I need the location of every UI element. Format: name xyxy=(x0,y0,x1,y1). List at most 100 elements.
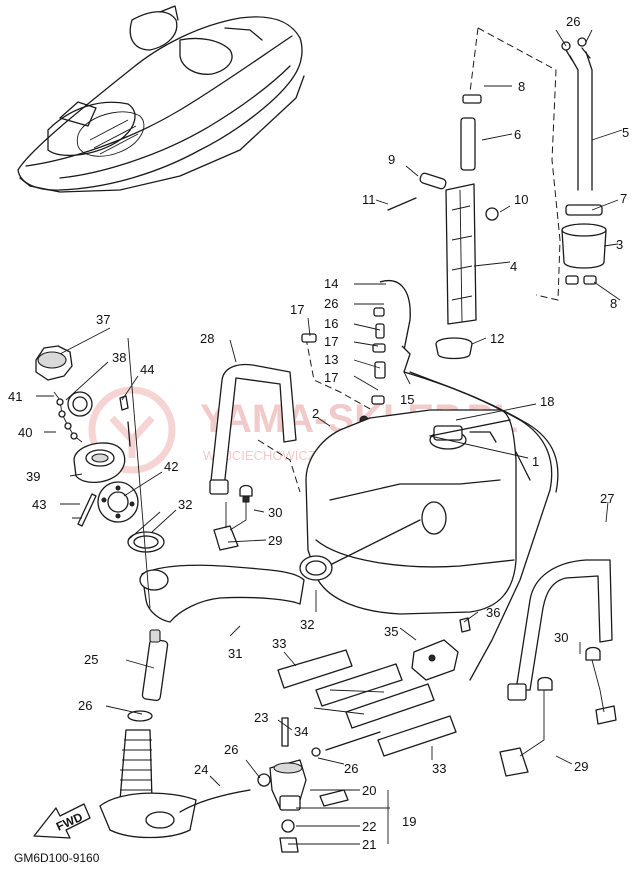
callout-16: 16 xyxy=(324,316,338,331)
part-22-oring xyxy=(281,819,295,833)
fwd-arrow: FWD xyxy=(33,803,91,839)
callout-18: 18 xyxy=(540,394,554,409)
callout-29a: 29 xyxy=(268,533,282,548)
part-33-pad-a xyxy=(277,649,353,689)
part-20-bracket xyxy=(319,789,349,807)
callout-37: 37 xyxy=(96,312,110,327)
part-26-clip-e xyxy=(257,773,271,787)
callout-8: 8 xyxy=(518,79,525,94)
callout-26e: 26 xyxy=(344,761,358,776)
callout-36: 36 xyxy=(486,605,500,620)
callout-30a: 30 xyxy=(268,505,282,520)
callout-30b: 30 xyxy=(554,630,568,645)
callout-22: 22 xyxy=(362,819,376,834)
part-31-hose xyxy=(141,564,305,623)
filler-hose-assembly xyxy=(127,519,421,623)
callout-12: 12 xyxy=(490,331,504,346)
callout-24: 24 xyxy=(194,762,208,777)
callout-8b: 8 xyxy=(610,296,617,311)
part-33-pad-b xyxy=(377,715,457,757)
callout-44: 44 xyxy=(140,362,154,377)
callout-26b: 26 xyxy=(324,296,338,311)
part-11-cotter-pin xyxy=(387,197,417,211)
callout-29b: 29 xyxy=(574,759,588,774)
callout-11: 11 xyxy=(362,192,376,207)
part-27-bracket xyxy=(515,559,613,691)
part-10-washer xyxy=(485,207,499,221)
part-7-fitting xyxy=(565,204,603,216)
callout-4: 4 xyxy=(510,259,517,274)
callout-39: 39 xyxy=(26,469,40,484)
assembly-boundary xyxy=(257,27,561,493)
callout-41: 41 xyxy=(8,389,22,404)
callout-32a: 32 xyxy=(178,497,192,512)
part-3-fuel-sender xyxy=(561,229,607,269)
callout-25: 25 xyxy=(84,652,98,667)
fuel-vent-assembly xyxy=(561,37,607,285)
diagram-code: GM6D100-9160 xyxy=(14,851,100,865)
callout-32b: 32 xyxy=(300,617,314,632)
callout-33b: 33 xyxy=(432,761,446,776)
part-17-clamp-c xyxy=(301,333,317,343)
callout-26d: 26 xyxy=(224,742,238,757)
callout-35: 35 xyxy=(384,624,398,639)
part-16-fitting xyxy=(375,323,385,339)
filler-neck-assembly xyxy=(387,94,499,360)
part-9-bolt xyxy=(419,172,447,190)
callout-21: 21 xyxy=(362,837,376,852)
part-21-bowl xyxy=(279,837,299,853)
callout-28: 28 xyxy=(200,331,214,346)
part-17-clamp-b xyxy=(371,395,385,405)
callout-17a: 17 xyxy=(324,334,338,349)
part-6-hose xyxy=(460,117,476,171)
bracket-right xyxy=(499,559,617,777)
part-26-clip-c xyxy=(373,307,385,317)
callout-20: 20 xyxy=(362,783,376,798)
callout-23: 23 xyxy=(254,710,268,725)
callout-17c: 17 xyxy=(290,302,304,317)
callout-34: 34 xyxy=(294,724,308,739)
part-30-bolt-a xyxy=(239,484,253,497)
part-8-clamp xyxy=(462,94,482,104)
callout-13: 13 xyxy=(324,352,338,367)
callout-3: 3 xyxy=(616,237,623,252)
part-35-bracket xyxy=(411,639,459,681)
leader-lines xyxy=(36,29,623,845)
part-43-screw xyxy=(77,493,97,527)
callout-10: 10 xyxy=(514,192,528,207)
part-25-damper xyxy=(141,638,169,702)
callout-15: 15 xyxy=(400,392,414,407)
callout-40: 40 xyxy=(18,425,32,440)
part-28-bracket xyxy=(209,363,297,491)
callout-17b: 17 xyxy=(324,370,338,385)
bracket-left xyxy=(209,363,297,551)
callout-1: 1 xyxy=(532,454,539,469)
callout-31: 31 xyxy=(228,646,242,661)
part-29-clip-a xyxy=(213,525,239,551)
part-13-connector xyxy=(374,361,386,379)
bellows xyxy=(119,729,153,801)
bellows-assembly xyxy=(99,629,197,839)
watercraft-overview xyxy=(17,5,305,193)
part-26-clip-b xyxy=(577,37,587,47)
fuel-tank xyxy=(305,409,517,615)
part-15-hose-end xyxy=(401,345,411,373)
callout-27: 27 xyxy=(600,491,614,506)
callout-42: 42 xyxy=(164,459,178,474)
callout-33a: 33 xyxy=(272,636,286,651)
tank-straps xyxy=(403,371,559,681)
tank-pads xyxy=(277,617,471,757)
callout-14: 14 xyxy=(324,276,338,291)
callout-26c: 26 xyxy=(78,698,92,713)
part-1-strap xyxy=(429,419,531,481)
part-29-clip-b xyxy=(499,747,529,777)
part-36-screw xyxy=(459,617,471,633)
callout-2: 2 xyxy=(312,406,319,421)
part-23-bolt xyxy=(281,717,289,747)
part-12-clamp xyxy=(435,337,473,360)
callout-26: 26 xyxy=(566,14,580,29)
callout-43: 43 xyxy=(32,497,46,512)
tank-outlet xyxy=(421,501,447,535)
